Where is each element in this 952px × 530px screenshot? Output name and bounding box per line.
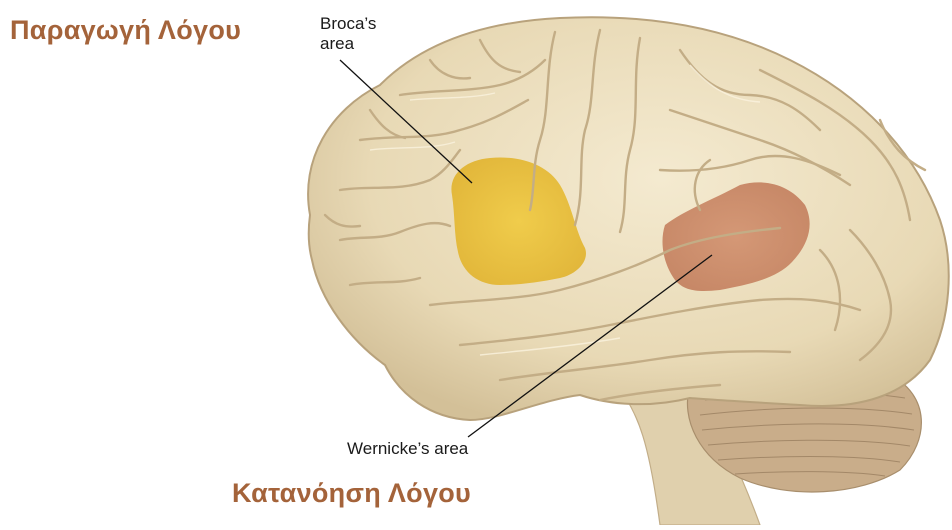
speech-comprehension-title: Κατανόηση Λόγου — [232, 478, 471, 509]
broca-label-line2: area — [320, 34, 376, 54]
speech-production-title: Παραγωγή Λόγου — [10, 15, 241, 46]
cerebrum — [308, 17, 949, 420]
broca-area-label: Broca’s area — [320, 14, 376, 54]
wernicke-area-label: Wernicke’s area — [347, 439, 468, 459]
broca-label-line1: Broca’s — [320, 14, 376, 34]
